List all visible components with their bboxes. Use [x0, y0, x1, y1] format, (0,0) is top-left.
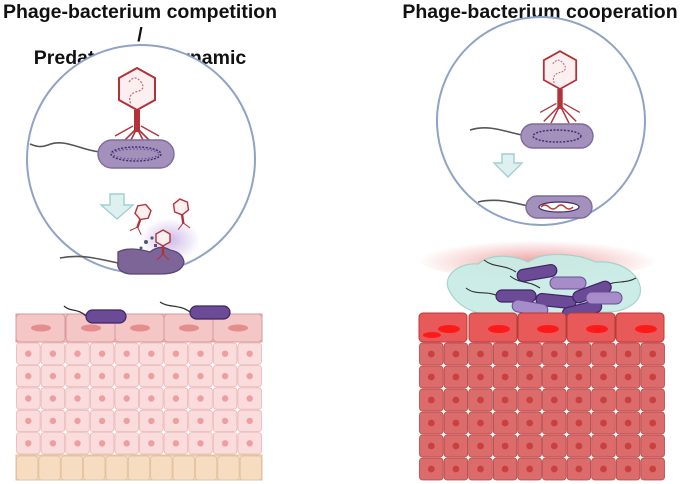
- right-magnification-circle: [436, 16, 646, 226]
- left-title-line1: Phage-bacterium competition /: [2, 1, 278, 46]
- bacterium-icon: [29, 139, 175, 169]
- bacterium-icon: [469, 123, 594, 149]
- down-arrow-icon: [99, 193, 135, 220]
- epithelium-icon: [418, 312, 665, 481]
- right-panel-title: Phage-bacterium cooperation: [402, 1, 678, 23]
- biofilm-icon: [446, 253, 642, 322]
- epithelium-icon: [15, 313, 263, 481]
- lysogenic-bacterium: [477, 195, 593, 219]
- bacterium-icon: [159, 301, 231, 320]
- down-arrow-icon: [492, 153, 524, 178]
- bacterium-icon: [63, 305, 127, 324]
